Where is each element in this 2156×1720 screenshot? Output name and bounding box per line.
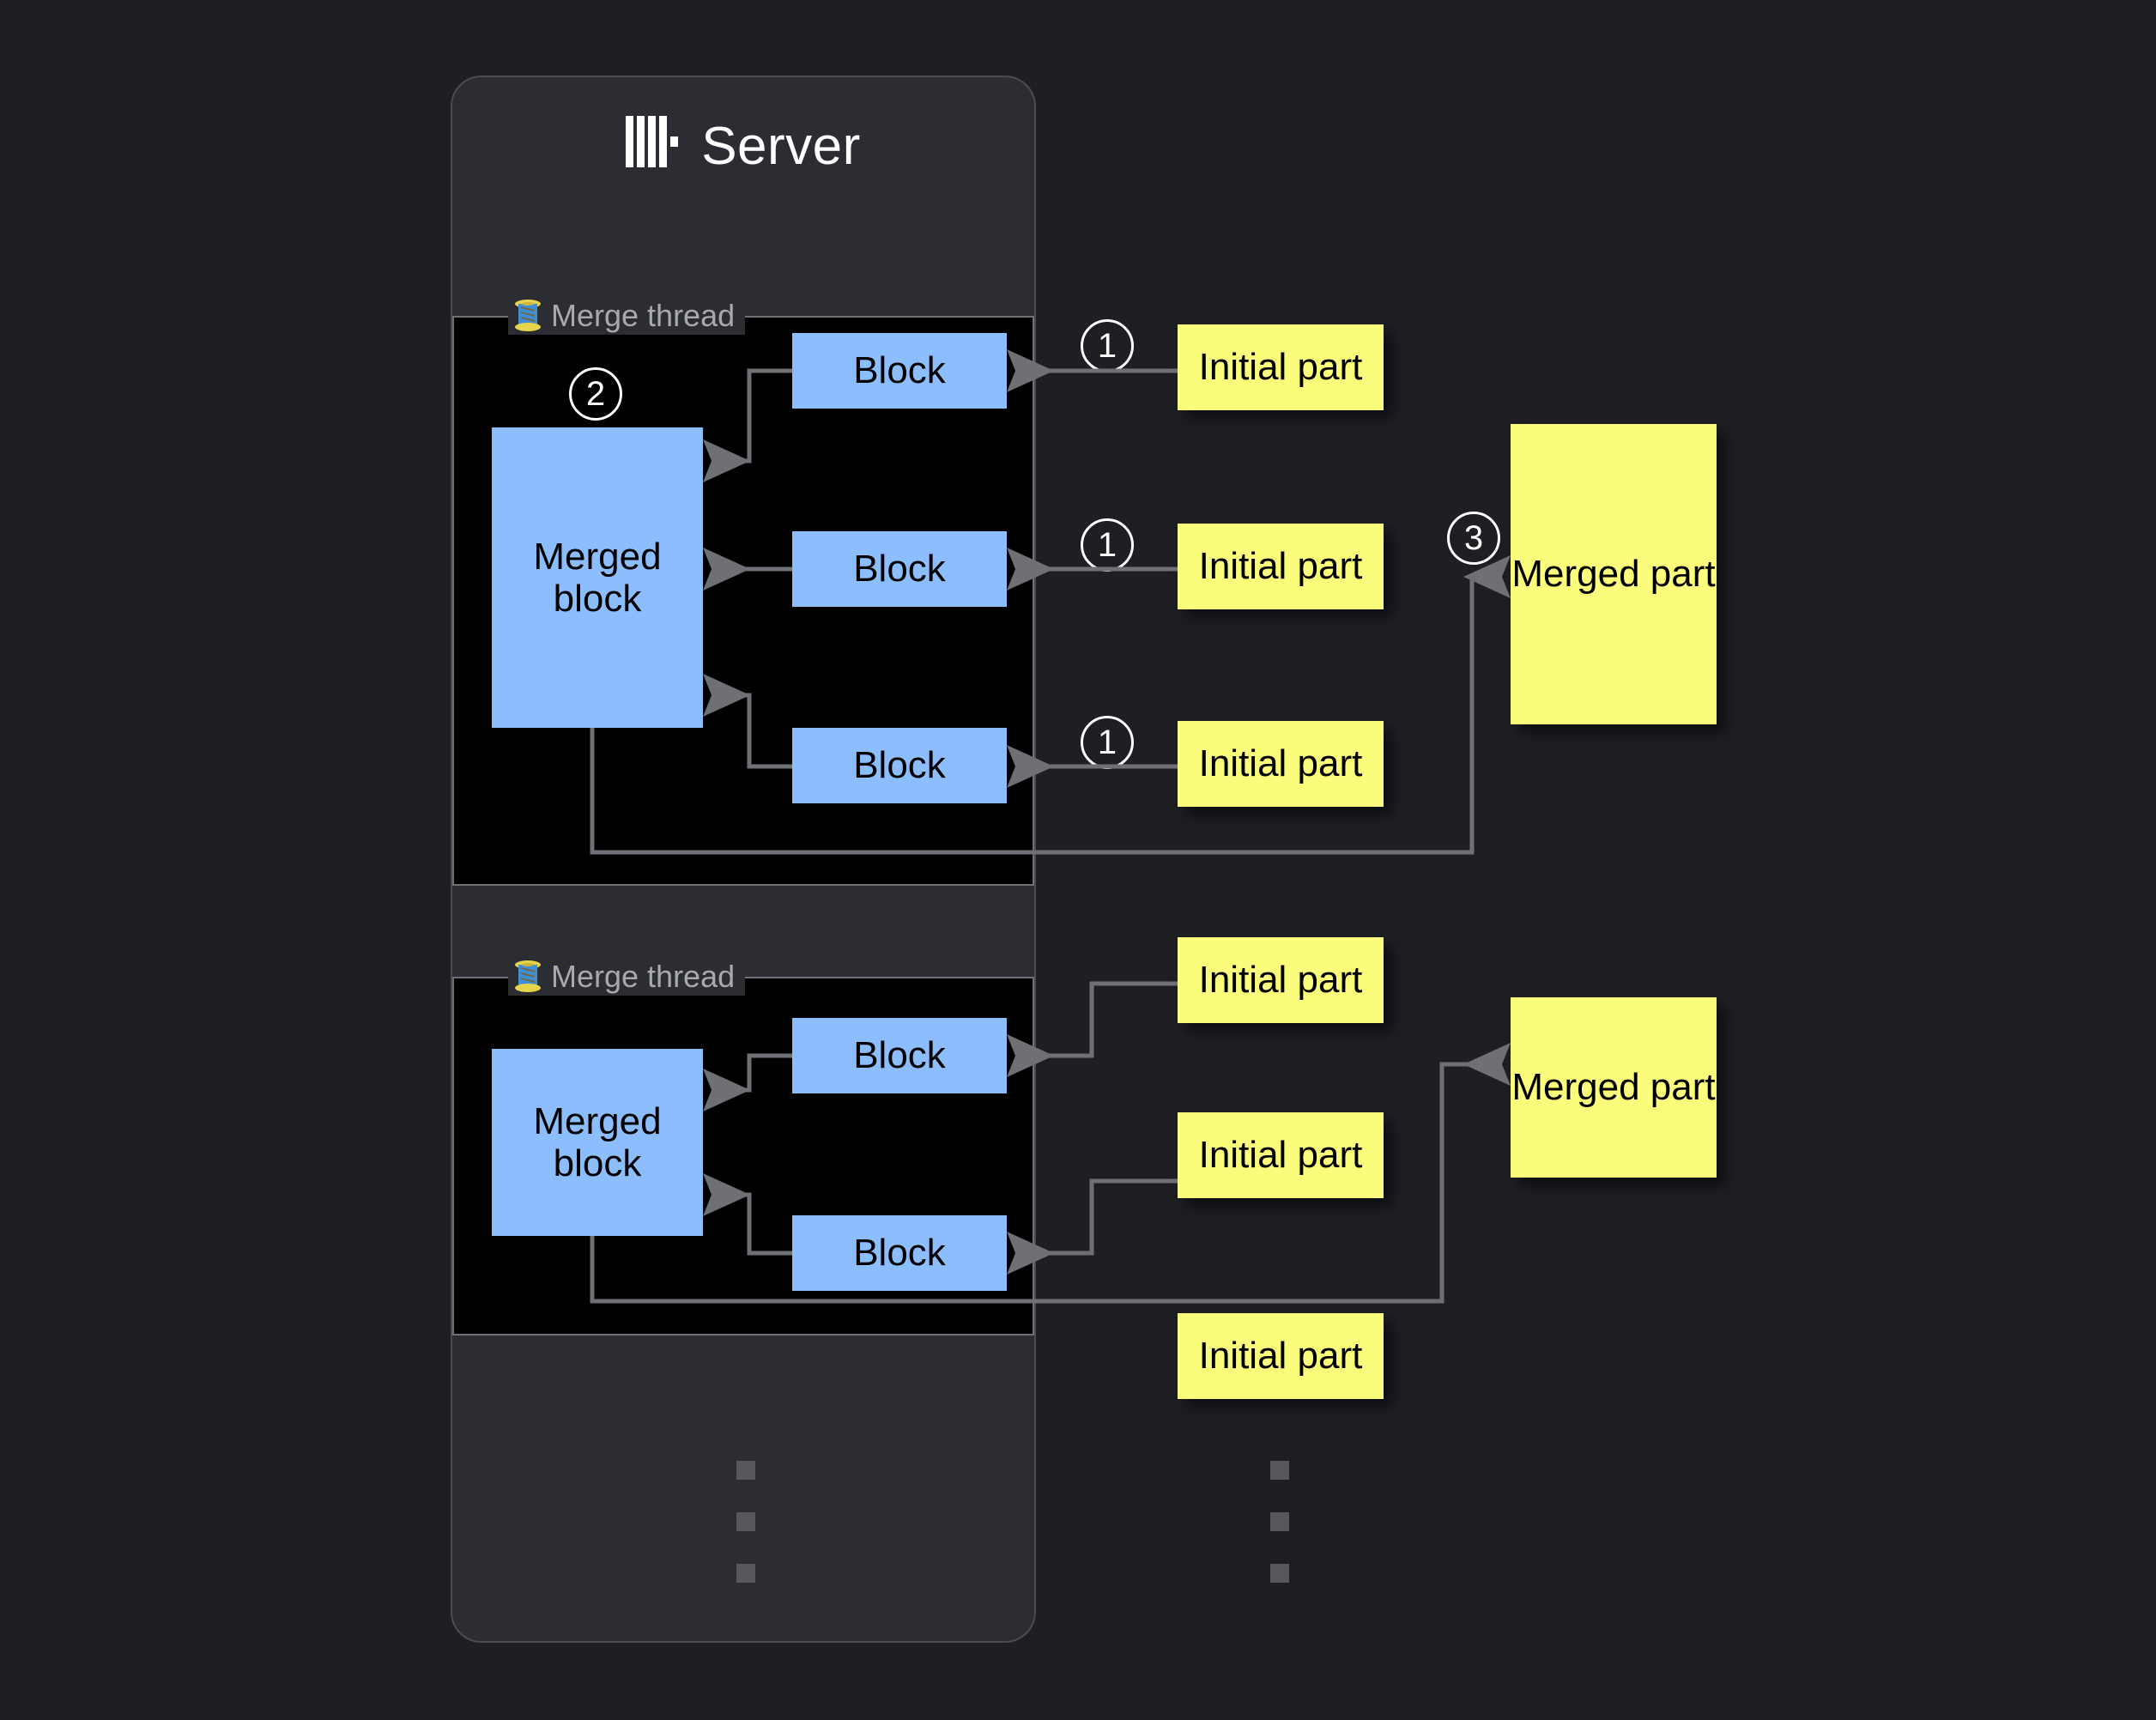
merge-thread-label-1: Merge thread xyxy=(508,297,746,335)
initial-part-box: Initial part xyxy=(1178,1112,1384,1198)
vertical-ellipsis-left xyxy=(736,1461,755,1615)
initial-part-box: Initial part xyxy=(1178,1313,1384,1399)
thread-spool-icon xyxy=(513,300,542,332)
block-box: Block xyxy=(792,728,1007,803)
clickhouse-bars-icon xyxy=(626,116,681,180)
merge-thread-label-text-1: Merge thread xyxy=(551,298,736,333)
merged-block-box: Merged block xyxy=(492,1049,703,1236)
merge-thread-label-text-2: Merge thread xyxy=(551,959,736,994)
step-badge-1: 1 xyxy=(1081,319,1134,372)
ellipsis-dot xyxy=(736,1564,755,1583)
step-badge-1: 1 xyxy=(1081,716,1134,769)
initial-part-box: Initial part xyxy=(1178,721,1384,807)
ellipsis-dot xyxy=(736,1461,755,1480)
vertical-ellipsis-right xyxy=(1270,1461,1289,1615)
thread-spool-icon xyxy=(513,960,542,993)
merged-block-box: Merged block xyxy=(492,427,703,728)
ellipsis-dot xyxy=(1270,1564,1289,1583)
step-badge-2: 2 xyxy=(569,367,622,421)
server-title: Server xyxy=(451,116,1036,180)
initial-part-box: Initial part xyxy=(1178,324,1384,410)
step-badge-3: 3 xyxy=(1447,512,1500,565)
block-box: Block xyxy=(792,1215,1007,1291)
initial-part-box: Initial part xyxy=(1178,524,1384,609)
merged-part-box: Merged part xyxy=(1511,424,1717,724)
block-box: Block xyxy=(792,531,1007,607)
wire-initial-to-block-5 xyxy=(1007,1178,1178,1275)
block-box: Block xyxy=(792,1018,1007,1093)
merge-thread-label-2: Merge thread xyxy=(508,958,746,996)
initial-part-box: Initial part xyxy=(1178,937,1384,1023)
server-title-text: Server xyxy=(701,117,861,176)
block-box: Block xyxy=(792,333,1007,409)
step-badge-1: 1 xyxy=(1081,518,1134,572)
ellipsis-dot xyxy=(1270,1461,1289,1480)
ellipsis-dot xyxy=(736,1512,755,1531)
wire-initial-to-block-4 xyxy=(1007,981,1178,1077)
merged-part-box: Merged part xyxy=(1511,997,1717,1178)
ellipsis-dot xyxy=(1270,1512,1289,1531)
